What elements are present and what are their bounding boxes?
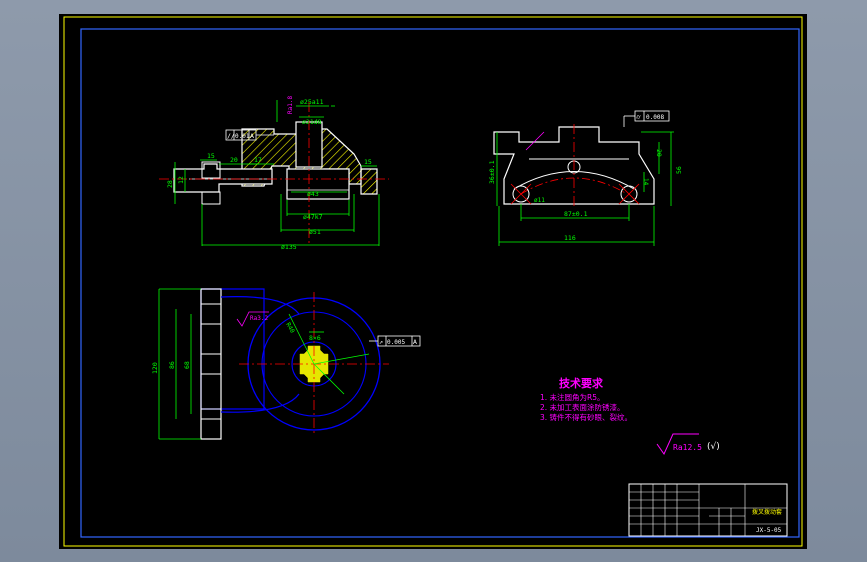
dim-w20: 20: [230, 156, 238, 164]
dim-w17: 17: [254, 156, 262, 164]
dim-w15-left: 15: [207, 152, 215, 160]
svg-text:↗: ↗: [379, 338, 383, 346]
svg-text:Ra12.5: Ra12.5: [673, 443, 702, 452]
dim-d135: ø135: [281, 243, 297, 251]
front-tolerance-frame: // 0.01 A: [225, 129, 274, 141]
notes-item-1: 1. 未注圆角为R5。: [540, 392, 605, 402]
cad-drawing: ø25a11 ø21d8 ø43 ø47k7 ø51 ø135 15 20 17…: [63, 16, 803, 547]
dim-w87: 87±0.1: [564, 210, 588, 218]
drawing-viewport[interactable]: ø25a11 ø21d8 ø43 ø47k7 ø51 ø135 15 20 17…: [59, 14, 807, 549]
notes-title: 技术要求: [559, 376, 604, 390]
dim-spline: 8×6: [309, 334, 321, 342]
general-roughness: Ra12.5 (√): [656, 433, 720, 456]
notes-item-3: 3. 铸件不得有砂眼、裂纹。: [540, 412, 632, 422]
svg-text:(√): (√): [707, 441, 720, 452]
dim-h20: 20: [655, 149, 663, 157]
dim-d43: ø43: [307, 190, 319, 198]
dim-w15-right: 15: [364, 158, 372, 166]
outer-frame: [63, 16, 803, 547]
svg-text:0.01: 0.01: [235, 133, 250, 140]
dim-h120: 120: [151, 362, 159, 374]
top-roughness-symbol: Ra3.2: [236, 311, 269, 327]
side-hole-left: [510, 183, 532, 205]
dim-d21d8: ø21d8: [302, 118, 322, 126]
dim-h56: 56: [675, 166, 683, 174]
dim-r40: R40: [284, 322, 296, 335]
notes-item-2: 2. 未加工表面涂防锈漆。: [540, 402, 625, 412]
front-section-view: ø25a11 ø21d8 ø43 ø47k7 ø51 ø135 15 20 17…: [159, 96, 389, 251]
dim-w116: 116: [564, 234, 576, 242]
drawing-number: JX-5-05: [756, 527, 782, 534]
inner-frame: [80, 28, 800, 538]
top-view: 120 86 68 R40 8×6 Ra3.2 ↗ 0.005 A: [151, 288, 421, 440]
top-tolerance-frame: ↗ 0.005 A: [369, 335, 421, 347]
dim-h28: 28: [166, 180, 174, 188]
side-hole-right: [618, 183, 640, 205]
svg-text://: //: [227, 132, 235, 140]
dim-h14: 14: [642, 178, 649, 186]
dim-d51: ø51: [309, 228, 321, 236]
svg-text:0.005: 0.005: [387, 339, 405, 346]
roughness-ra18: Ra1.8: [287, 96, 294, 114]
dim-d25a11: ø25a11: [300, 98, 324, 106]
dim-h86: 86: [168, 361, 176, 369]
dim-d47k7: ø47k7: [303, 213, 323, 221]
svg-text:A: A: [250, 132, 254, 140]
dim-hole: ø11: [534, 197, 545, 204]
dim-h36: 36±0.1: [488, 160, 496, 184]
svg-text:A: A: [413, 338, 417, 346]
title-block: 拨叉拨动套 JX-5-05: [628, 483, 788, 537]
svg-text:⌭: ⌭: [636, 113, 641, 121]
part-name: 拨叉拨动套: [752, 508, 782, 516]
dim-h68: 68: [183, 361, 191, 369]
side-view: 36±0.1 56 20 87±0.1 116 ø11 14 ⌭ 0.008: [488, 110, 683, 246]
side-tolerance-frame: ⌭ 0.008: [623, 110, 670, 127]
svg-text:Ra3.2: Ra3.2: [250, 315, 268, 322]
technical-requirements: 技术要求 1. 未注圆角为R5。 2. 未加工表面涂防锈漆。 3. 铸件不得有砂…: [540, 376, 632, 422]
svg-text:0.008: 0.008: [646, 114, 664, 121]
dim-h12: 12: [177, 176, 185, 184]
